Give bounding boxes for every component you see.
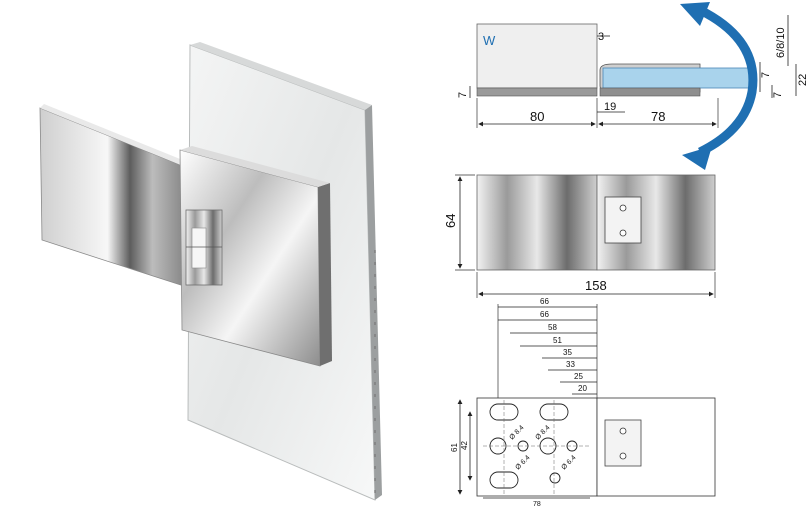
label-w: W <box>483 33 496 48</box>
hinge-render <box>39 42 382 501</box>
top-dim-6: 25 <box>574 372 583 381</box>
top-dim-7: 20 <box>578 384 587 393</box>
top-dim-0: 66 <box>540 297 549 306</box>
dim-gap: 3 <box>598 31 604 43</box>
dim-offset: 19 <box>604 101 616 113</box>
rotation-arrow <box>697 5 758 157</box>
top-dim-3: 51 <box>553 336 562 345</box>
dim-right-width: 78 <box>651 109 665 124</box>
dim-thickness-left: 7 <box>457 92 469 98</box>
top-dim-1: 66 <box>540 310 549 319</box>
hole-pattern-view: Ø 8.4 Ø 8.4 Ø 6.4 Ø 6.4 61 42 78 66 66 5… <box>450 297 716 508</box>
dim-height-outer: 61 <box>450 443 459 452</box>
dim-thickness-right: 7 <box>772 92 784 98</box>
top-dim-2: 58 <box>548 323 557 332</box>
dim-height: 64 <box>443 214 458 228</box>
dim-height-inner: 42 <box>460 441 469 450</box>
hole-plate-outline <box>476 397 598 497</box>
top-dim-4: 35 <box>563 348 572 357</box>
dim-plate-gap: 7 <box>760 72 772 78</box>
dim-length: 158 <box>585 278 607 293</box>
front-view: 64 158 <box>443 174 716 298</box>
dim-bottom-width: 78 <box>533 501 541 506</box>
dim-glass-range: 6/8/10 <box>775 27 787 58</box>
front-left-plate <box>476 174 598 271</box>
dim-left-width: 80 <box>530 109 544 124</box>
dim-overall-height: 22 <box>797 74 809 86</box>
glass-pane-section <box>602 67 754 89</box>
top-dim-5: 33 <box>566 360 575 369</box>
top-dimension-stack: 66 66 58 51 35 33 25 20 <box>497 297 598 398</box>
top-view: W 3 7 7 7 6/8/10 22 80 78 19 <box>457 2 809 170</box>
